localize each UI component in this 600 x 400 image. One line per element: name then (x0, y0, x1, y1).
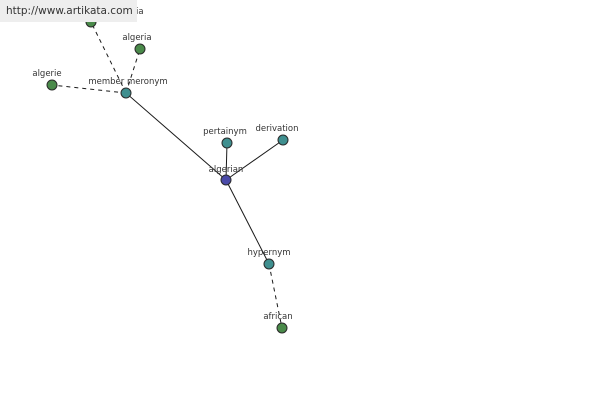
node-algeria-label: algeria (122, 33, 151, 43)
node-algerie-dot[interactable] (46, 79, 58, 91)
node-derivation-label: derivation (255, 124, 298, 134)
nodes-layer: algerian member meronym pertainym derivatio… (32, 7, 299, 334)
node-algeria[interactable]: algeria (122, 33, 152, 55)
node-algerian-label: algerian (209, 165, 244, 175)
edge-hypernym-to-african (268, 263, 283, 329)
node-algerie-label: algerie (32, 69, 61, 79)
edges-layer (51, 21, 284, 329)
edge-member-meronym-to-algeria-top (90, 21, 127, 94)
node-hypernym[interactable]: hypernym (247, 248, 291, 270)
node-african[interactable]: african (263, 312, 293, 334)
edge-algerian-to-hypernym (225, 179, 270, 265)
node-algerie[interactable]: algerie (32, 69, 62, 91)
node-member-meronym-label: member meronym (88, 77, 167, 87)
node-algeria-dot[interactable] (134, 43, 146, 55)
node-pertainym[interactable]: pertainym (203, 127, 247, 149)
node-pertainym-dot[interactable] (221, 137, 233, 149)
node-african-label: african (263, 312, 292, 322)
node-member-meronym-dot[interactable] (120, 87, 132, 99)
edge-algerian-to-member-meronym (125, 92, 227, 181)
node-hypernym-dot[interactable] (263, 258, 275, 270)
node-pertainym-label: pertainym (203, 127, 247, 137)
node-member-meronym[interactable]: member meronym (88, 77, 168, 99)
node-derivation-dot[interactable] (277, 134, 289, 146)
node-hypernym-label: hypernym (247, 248, 290, 258)
watermark-url: http://www.artikata.com (0, 0, 137, 22)
node-algerian-dot[interactable] (220, 174, 232, 186)
node-african-dot[interactable] (276, 322, 288, 334)
node-algerian[interactable]: algerian (209, 165, 244, 186)
edge-algerian-to-derivation (225, 139, 284, 181)
node-derivation[interactable]: derivation (255, 124, 299, 146)
edge-algerian-to-pertainym (225, 142, 228, 181)
